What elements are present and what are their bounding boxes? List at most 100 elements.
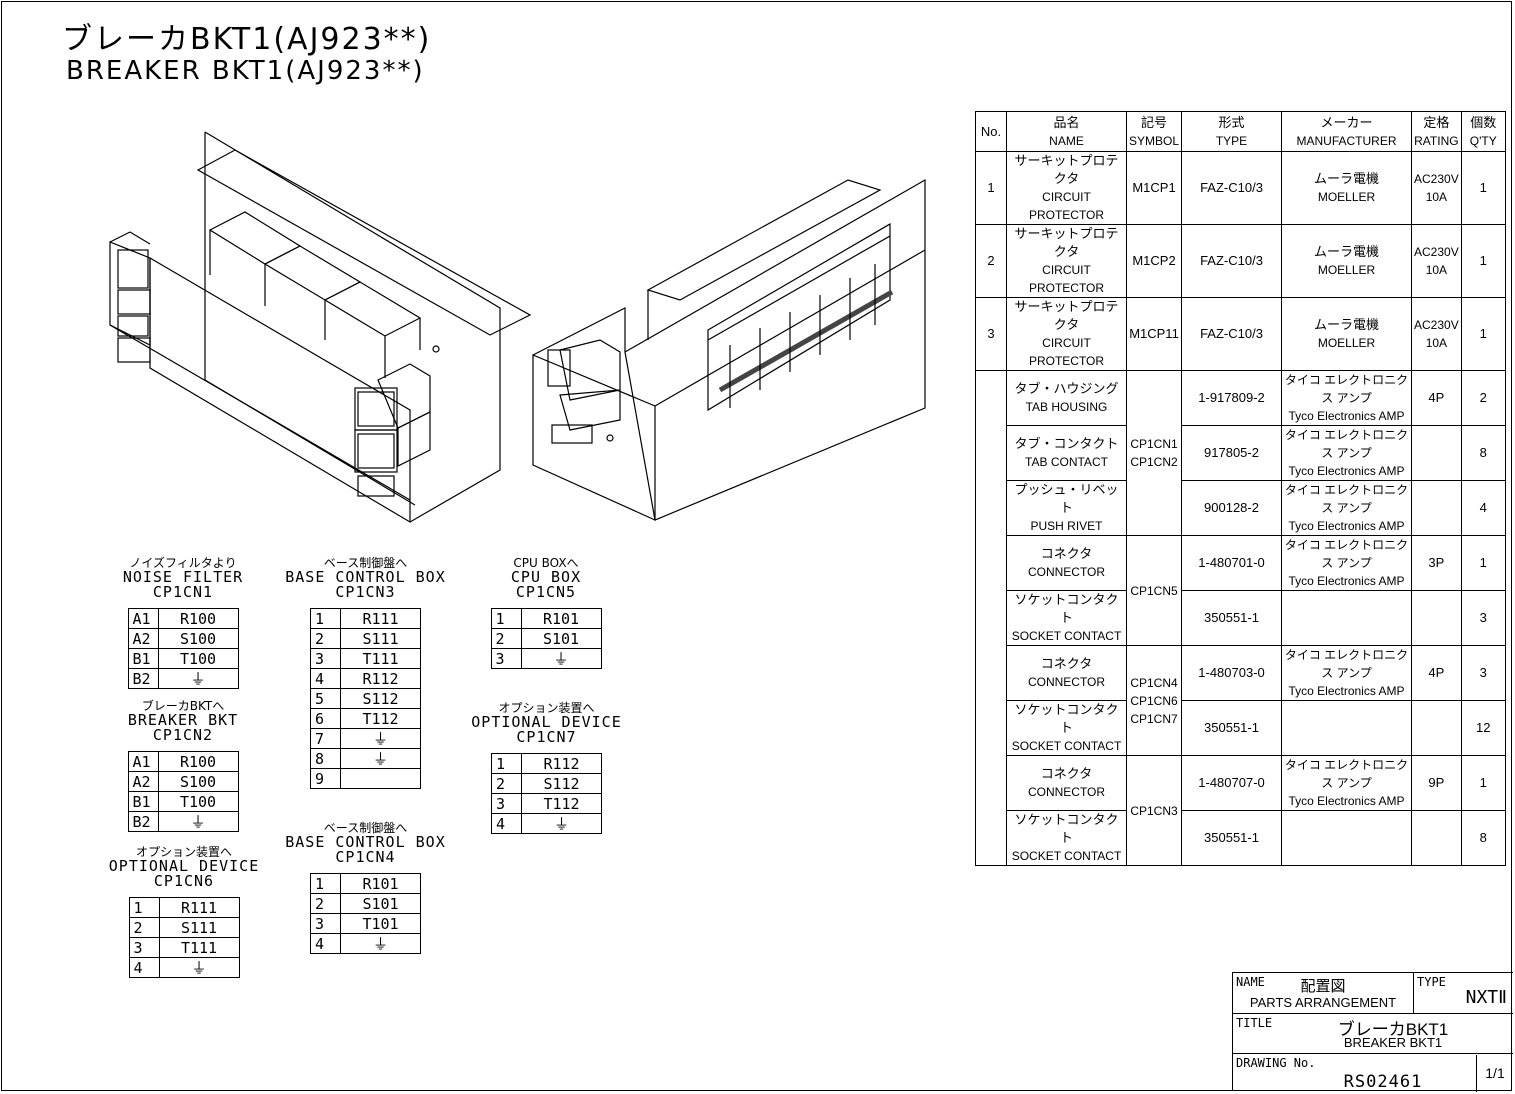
pin-number: 1 bbox=[128, 897, 160, 918]
pin-number: B1 bbox=[127, 648, 159, 669]
pin-signal: ⏚ bbox=[340, 748, 421, 769]
drawing-name-en: PARTS ARRANGEMENT bbox=[1249, 995, 1397, 1010]
pin-number: A2 bbox=[127, 771, 159, 792]
drawing-no-label: DRAWING No. bbox=[1236, 1056, 1316, 1070]
pin-signal: ⏚ bbox=[520, 648, 602, 669]
pin-signal: S111 bbox=[158, 917, 240, 938]
left-unit-drawing bbox=[109, 131, 532, 524]
pin-signal: S111 bbox=[340, 628, 421, 649]
table-row: 4⏚ bbox=[128, 957, 240, 978]
pin-signal: ⏚ bbox=[521, 813, 602, 834]
pin-number: 3 bbox=[491, 793, 522, 814]
type-value: NXTⅡ bbox=[1465, 987, 1507, 1008]
name-label: NAME bbox=[1236, 975, 1265, 989]
pin-signal: T111 bbox=[158, 937, 240, 958]
connector-destination-jp: ベース制御盤へ bbox=[323, 556, 408, 570]
connector-destination-jp: ノイズフィルタより bbox=[129, 556, 237, 570]
connector-id: CP1CN4 bbox=[335, 848, 396, 866]
pin-signal: R100 bbox=[157, 608, 239, 629]
pin-number: 4 bbox=[310, 668, 341, 689]
pin-signal: R111 bbox=[340, 608, 421, 629]
pin-number: 1 bbox=[310, 608, 341, 629]
pin-number: 4 bbox=[310, 933, 341, 954]
pin-number: 2 bbox=[128, 917, 160, 938]
connector-destination-en: OPTIONAL DEVICE bbox=[471, 713, 622, 731]
connector-destination-en: BASE CONTROL BOX bbox=[285, 833, 446, 851]
connector-id: CP1CN3 bbox=[335, 583, 396, 601]
pin-signal: S101 bbox=[340, 893, 421, 914]
pin-number: A1 bbox=[127, 751, 159, 772]
drawing-title-block-jp: ブレーカBKT1 bbox=[1337, 1020, 1449, 1039]
pin-number: 4 bbox=[491, 813, 522, 834]
connector-destination-en: BREAKER BKT bbox=[127, 711, 239, 729]
connector-destination-en: CPU BOX bbox=[510, 568, 582, 586]
pin-number: B2 bbox=[127, 811, 159, 832]
pin-signal: T101 bbox=[340, 913, 421, 934]
pin-signal: T100 bbox=[157, 791, 239, 812]
pin-signal: R112 bbox=[521, 753, 602, 774]
connector-id: CP1CN7 bbox=[516, 728, 577, 746]
table-row: 9 bbox=[310, 768, 421, 789]
pin-signal: R111 bbox=[158, 897, 240, 918]
pin-number: 2 bbox=[310, 893, 341, 914]
drawing-title-block-en: BREAKER BKT1 bbox=[1343, 1035, 1443, 1050]
pin-signal: ⏚ bbox=[158, 957, 240, 978]
pin-number: A2 bbox=[127, 628, 159, 649]
drawing-title-en: BREAKER BKT1(AJ923**) bbox=[66, 56, 425, 86]
title-label: TITLE bbox=[1236, 1016, 1273, 1030]
table-row: B2⏚ bbox=[127, 668, 239, 689]
connector-destination-jp: オプション装置へ bbox=[498, 701, 595, 715]
pin-signal: ⏚ bbox=[157, 668, 239, 689]
connector-destination-en: BASE CONTROL BOX bbox=[285, 568, 446, 586]
table-row: 4⏚ bbox=[310, 933, 421, 954]
table-row: 3⏚ bbox=[490, 648, 602, 669]
pin-number: 5 bbox=[310, 688, 341, 709]
pin-signal: S100 bbox=[157, 628, 239, 649]
pin-number: B1 bbox=[127, 791, 159, 812]
pin-number: 8 bbox=[310, 748, 341, 769]
pin-number: 1 bbox=[310, 873, 341, 894]
drawing-number: RS02461 bbox=[1343, 1072, 1423, 1092]
connector-id: CP1CN5 bbox=[515, 583, 577, 601]
connector-destination-jp: オプション装置へ bbox=[135, 845, 232, 859]
drawing-name-jp: 配置図 bbox=[1300, 978, 1346, 995]
pin-signal: ⏚ bbox=[340, 728, 421, 749]
pin-number: 6 bbox=[310, 708, 341, 729]
pin-signal: R101 bbox=[520, 608, 602, 629]
title-block: NAME 配置図 PARTS ARRANGEMENT TYPE NXTⅡ TIT… bbox=[1232, 972, 1513, 1092]
